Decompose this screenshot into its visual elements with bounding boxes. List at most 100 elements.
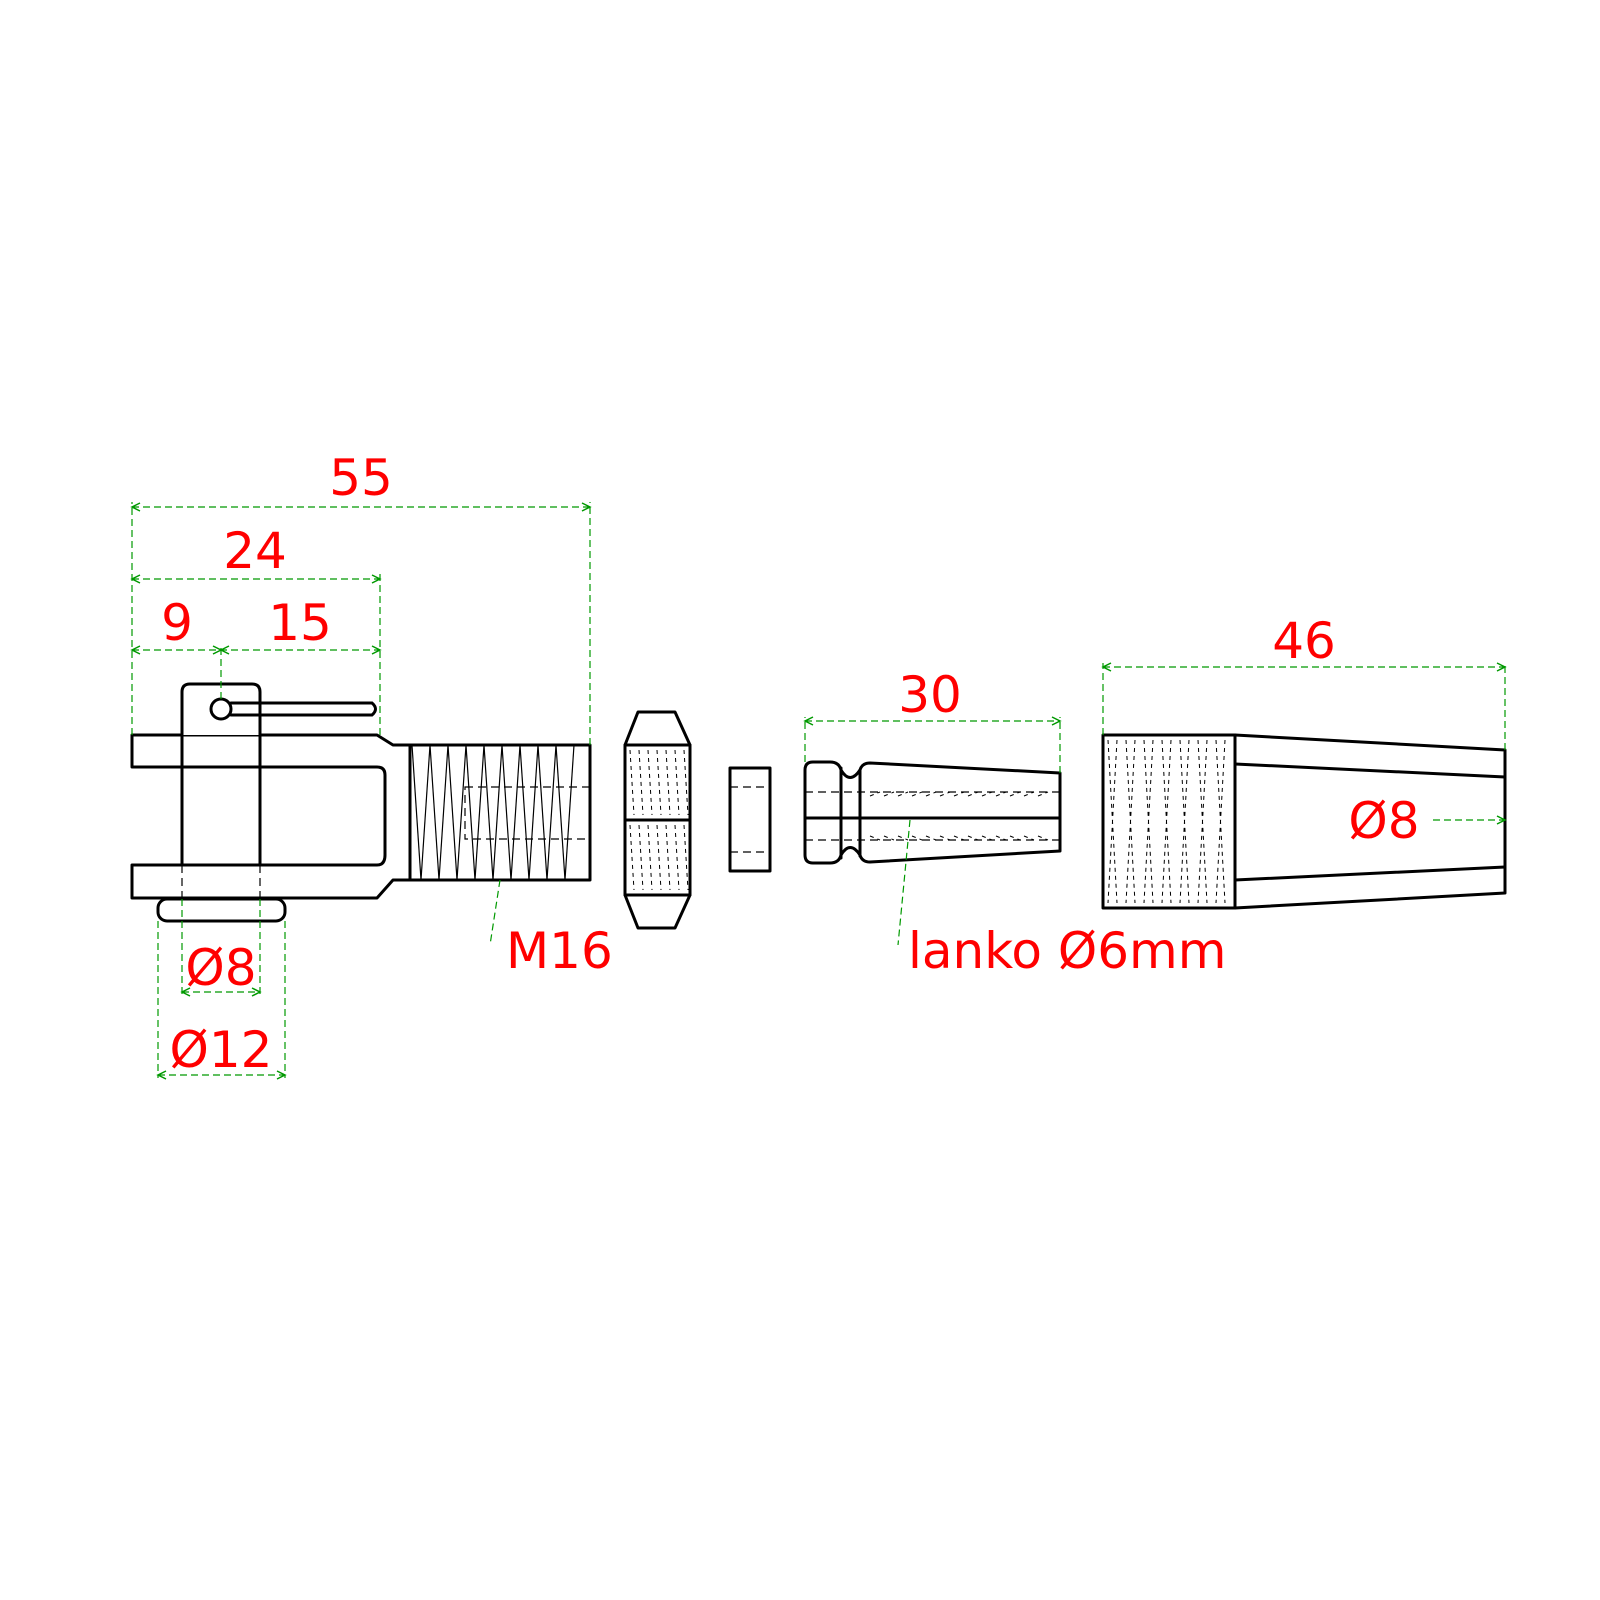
- dim-46-label: 46: [1272, 612, 1336, 670]
- dim-head-label: Ø12: [170, 1021, 273, 1079]
- insert-tooth: [897, 791, 909, 797]
- thread-crest: [519, 744, 530, 881]
- tick-30-left: [803, 716, 814, 726]
- insert-tooth: [869, 835, 881, 841]
- thread-crest: [465, 744, 476, 881]
- sleeve-taper-top: [1233, 762, 1507, 779]
- insert-tooth: [967, 791, 979, 797]
- insert-tooth: [1009, 791, 1021, 797]
- sleeve-threads: [1107, 739, 1226, 904]
- tick-46-left: [1101, 662, 1112, 672]
- sleeve-thread: [1197, 739, 1208, 904]
- fork-body: [130, 733, 412, 900]
- dim-55-label: 55: [329, 449, 393, 507]
- threaded-shank: [408, 743, 592, 882]
- insert-tooth: [1037, 791, 1049, 797]
- nut-thread: [674, 824, 680, 891]
- washer: [728, 766, 772, 873]
- threaded-sleeve: [1101, 733, 1507, 910]
- tick-55-right: [581, 502, 592, 512]
- sleeve-body: [1101, 733, 1507, 910]
- shank-threads: [411, 744, 575, 881]
- sleeve-thread: [1179, 739, 1190, 904]
- wedge-insert: [803, 760, 1062, 865]
- thread-crest: [420, 744, 431, 881]
- insert-tooth: [981, 835, 993, 841]
- tick-pin-right: [251, 987, 262, 997]
- tick-46-right: [1496, 662, 1507, 672]
- dim-9-label: 9: [161, 594, 193, 652]
- insert-tooth: [939, 791, 951, 797]
- nut-thread: [665, 824, 671, 891]
- tick-24-right: [371, 574, 382, 584]
- insert-tooth: [953, 835, 965, 841]
- tick-55-left: [130, 502, 141, 512]
- thread-crest: [438, 744, 449, 881]
- insert-tooth: [911, 835, 923, 841]
- thread-crest: [474, 744, 485, 881]
- nut-thread: [629, 749, 635, 816]
- sleeve-thread: [1215, 739, 1226, 904]
- insert-tooth: [883, 835, 895, 841]
- insert-tooth: [925, 791, 937, 797]
- thread-crest: [429, 744, 440, 881]
- dimension-ticks: [130, 502, 1507, 1080]
- insert-tooth: [981, 791, 993, 797]
- cotter-pin-eye: [209, 697, 233, 721]
- insert-tooth: [939, 835, 951, 841]
- thread-crest: [537, 744, 548, 881]
- nut-thread: [656, 824, 662, 891]
- thread-crest: [456, 744, 467, 881]
- thread-crest: [492, 744, 503, 881]
- insert-teeth: [869, 791, 1049, 841]
- thread-crest: [555, 744, 566, 881]
- thread-crest: [564, 744, 575, 881]
- insert-tooth: [869, 791, 881, 797]
- insert-tooth: [1037, 835, 1049, 841]
- sleeve-dia-label: Ø8: [1348, 792, 1419, 850]
- cable-leader: [897, 819, 911, 946]
- insert-tooth: [897, 835, 909, 841]
- thread-crest: [510, 744, 521, 881]
- nut-thread: [656, 749, 662, 816]
- tick-9-left: [130, 645, 141, 655]
- tick-30-right: [1051, 716, 1062, 726]
- insert-tooth: [911, 791, 923, 797]
- tick-15-right: [371, 645, 382, 655]
- dim-15-label: 15: [268, 594, 332, 652]
- tick-head-right: [276, 1070, 287, 1080]
- nut-thread: [683, 824, 689, 891]
- insert-body: [803, 760, 1062, 865]
- dim-30-label: 30: [898, 666, 962, 724]
- nut-thread: [638, 824, 644, 891]
- nut-thread: [647, 749, 653, 816]
- fork-terminal: [130, 682, 592, 923]
- m16-label: M16: [506, 922, 613, 980]
- insert-tooth: [967, 835, 979, 841]
- insert-tooth: [995, 791, 1007, 797]
- insert-tooth: [925, 835, 937, 841]
- thread-crest: [546, 744, 557, 881]
- sleeve-thread: [1107, 739, 1118, 904]
- sleeve-thread: [1125, 739, 1136, 904]
- insert-tooth: [1023, 791, 1035, 797]
- insert-tooth: [1009, 835, 1021, 841]
- nut-thread: [665, 749, 671, 816]
- nut-thread: [638, 749, 644, 816]
- nut-thread: [683, 749, 689, 816]
- thread-crest: [528, 744, 539, 881]
- nut-thread: [674, 749, 680, 816]
- thread-crest: [483, 744, 494, 881]
- hex-nut: [623, 710, 692, 930]
- cotter-pin: [229, 701, 377, 717]
- dim-24-label: 24: [223, 522, 287, 580]
- tick-pin-left: [180, 987, 191, 997]
- washer-body: [728, 766, 772, 873]
- shank-bore: [464, 786, 591, 840]
- nut-thread: [629, 824, 635, 891]
- insert-tooth: [953, 791, 965, 797]
- m16-leader: [489, 879, 501, 946]
- tick-head-left: [156, 1070, 167, 1080]
- dim-pin-label: Ø8: [185, 939, 256, 997]
- nut-thread: [647, 824, 653, 891]
